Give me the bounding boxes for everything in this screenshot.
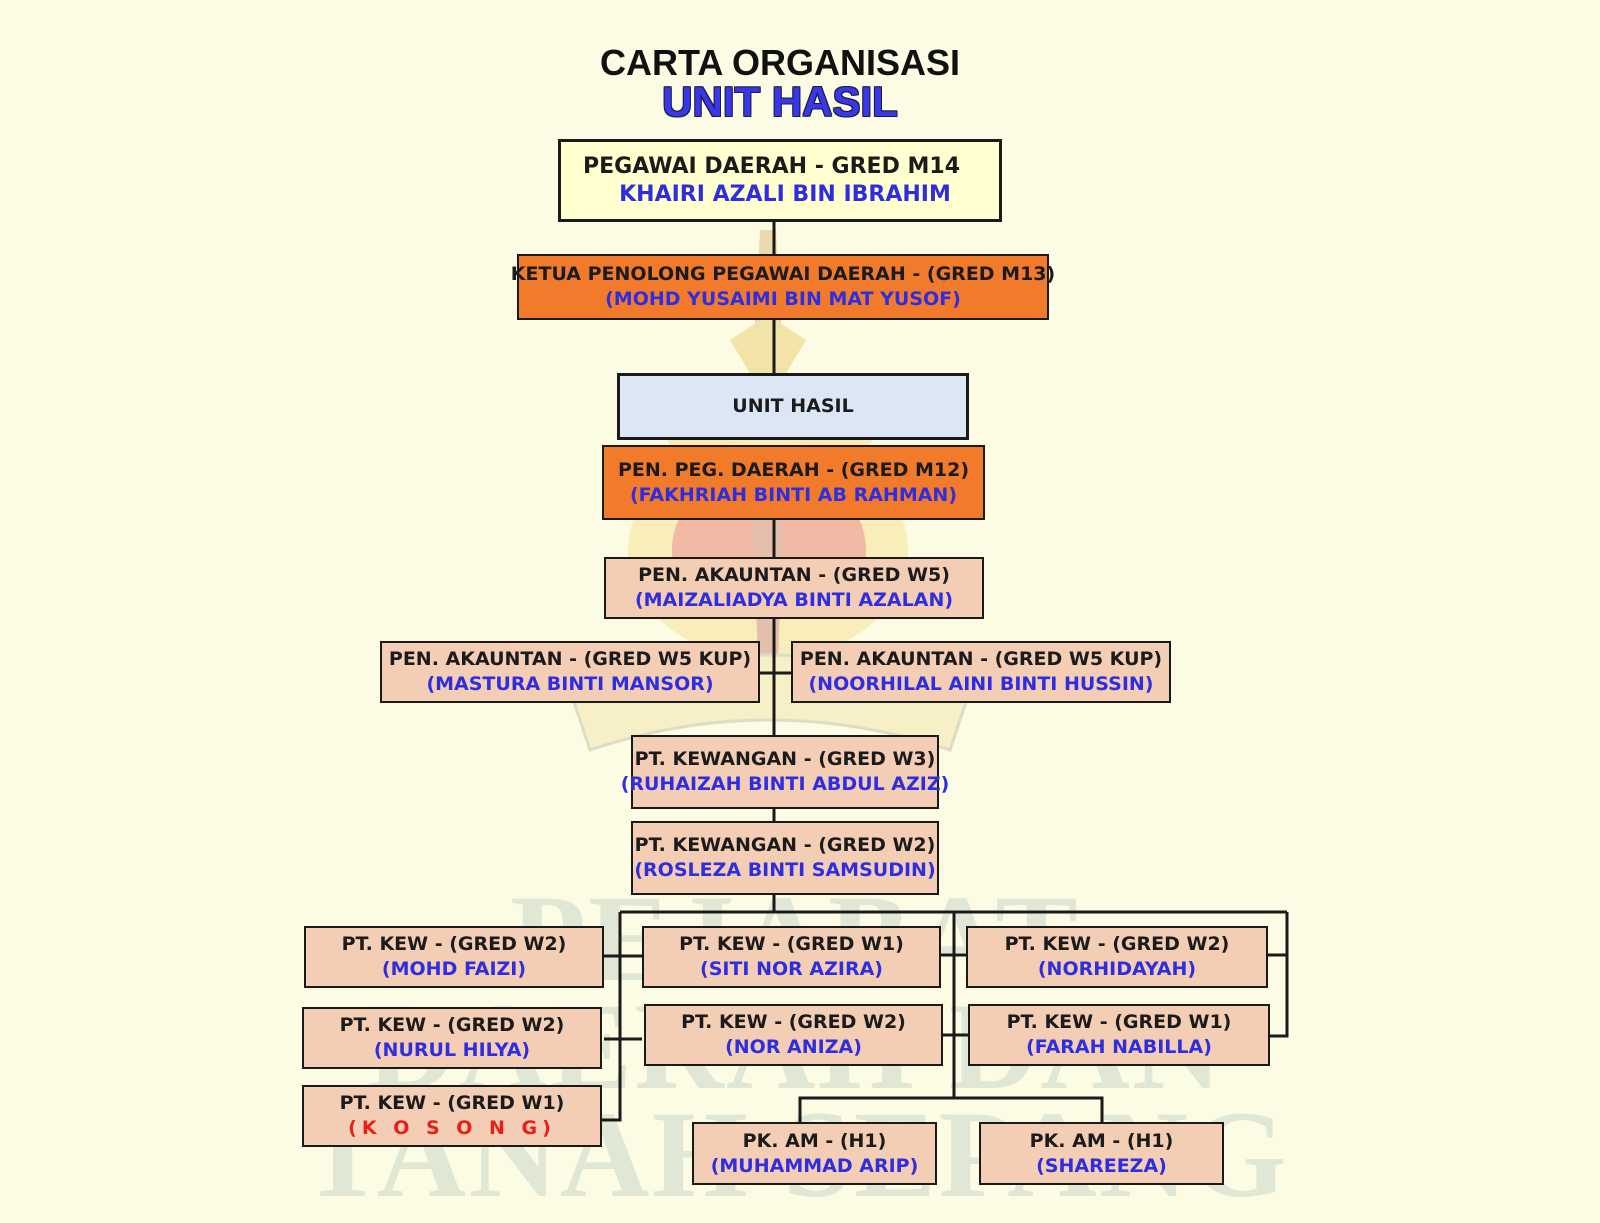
node-name: (NORHIDAYAH) — [1037, 958, 1197, 980]
node-role: PEN. AKAUNTAN - (GRED W5 KUP) — [388, 648, 752, 670]
node-pegawai-daerah: PEGAWAI DAERAH - GRED M14 KHAIRI AZALI B… — [558, 139, 1002, 222]
node-role: PK. AM - (H1) — [742, 1129, 887, 1152]
connector-right-column — [1268, 912, 1289, 1038]
node-role: PT. KEW - (GRED W1) — [1006, 1011, 1232, 1033]
node-name: (SITI NOR AZIRA) — [700, 958, 883, 980]
node-name: KHAIRI AZALI BIN IBRAHIM — [619, 181, 951, 207]
node-unit-hasil: UNIT HASIL — [617, 373, 969, 440]
node-label: UNIT HASIL — [732, 395, 854, 417]
node-pt-kew-nor-aniza: PT. KEW - (GRED W2) (NOR ANIZA) — [644, 1004, 943, 1066]
node-pen-akauntan-kup-1: PEN. AKAUNTAN - (GRED W5 KUP) (MASTURA B… — [380, 641, 760, 703]
node-vacant-status: (K O S O N G) — [348, 1117, 556, 1139]
node-ketua-penolong: KETUA PENOLONG PEGAWAI DAERAH - (GRED M1… — [511, 254, 1055, 320]
node-pen-peg-daerah: PEN. PEG. DAERAH - (GRED M12) (FAKHRIAH … — [602, 445, 985, 520]
node-name: (FARAH NABILLA) — [1026, 1036, 1212, 1058]
node-role: PEN. PEG. DAERAH - (GRED M12) — [617, 458, 970, 481]
node-pk-am-shareeza: PK. AM - (H1) (SHAREEZA) — [979, 1122, 1224, 1185]
node-pk-am-muhammad-arip: PK. AM - (H1) (MUHAMMAD ARIP) — [692, 1122, 937, 1185]
node-role: KETUA PENOLONG PEGAWAI DAERAH - (GRED M1… — [510, 263, 1056, 285]
node-role: PT. KEW - (GRED W1) — [679, 933, 904, 955]
node-pt-kew-norhidayah: PT. KEW - (GRED W2) (NORHIDAYAH) — [966, 926, 1268, 988]
node-pt-kew-kosong: PT. KEW - (GRED W1) (K O S O N G) — [302, 1085, 602, 1147]
node-role: PT. KEWANGAN - (GRED W2) — [634, 834, 936, 856]
node-pt-kewangan-w2: PT. KEWANGAN - (GRED W2) (ROSLEZA BINTI … — [631, 821, 939, 895]
connector-pk-am-branch — [798, 1096, 1104, 1122]
node-name: (NOR ANIZA) — [725, 1036, 862, 1058]
node-name: (NOORHILAL AINI BINTI HUSSIN) — [808, 673, 1154, 695]
node-role: PT. KEW - (GRED W1) — [339, 1092, 565, 1114]
node-name: (MAIZALIADYA BINTI AZALAN) — [634, 589, 954, 611]
node-name: (RUHAIZAH BINTI ABDUL AZIZ) — [620, 773, 950, 795]
node-name: (NURUL HILYA) — [373, 1039, 531, 1061]
node-pt-kew-siti-nor-azira: PT. KEW - (GRED W1) (SITI NOR AZIRA) — [642, 926, 941, 988]
node-name: (MASTURA BINTI MANSOR) — [426, 673, 714, 695]
node-role: PEN. AKAUNTAN - (GRED W5 KUP) — [799, 648, 1163, 670]
node-name: (MOHD YUSAIMI BIN MAT YUSOF) — [605, 288, 961, 310]
node-pt-kew-mohd-faizi: PT. KEW - (GRED W2) (MOHD FAIZI) — [304, 926, 604, 988]
node-role: PEN. AKAUNTAN - (GRED W5) — [638, 564, 950, 586]
node-pen-akauntan-kup-2: PEN. AKAUNTAN - (GRED W5 KUP) (NOORHILAL… — [791, 641, 1171, 703]
chart-title: CARTA ORGANISASI — [600, 42, 960, 83]
connector-left-column — [602, 912, 622, 1122]
node-pen-akauntan-w5: PEN. AKAUNTAN - (GRED W5) (MAIZALIADYA B… — [604, 557, 984, 619]
node-pt-kew-nurul-hilya: PT. KEW - (GRED W2) (NURUL HILYA) — [302, 1007, 602, 1069]
node-pt-kewangan-w3: PT. KEWANGAN - (GRED W3) (RUHAIZAH BINTI… — [621, 735, 949, 809]
node-role: PT. KEWANGAN - (GRED W3) — [634, 748, 936, 770]
node-role: PT. KEW - (GRED W2) — [681, 1011, 906, 1033]
node-name: (MOHD FAIZI) — [381, 958, 527, 980]
node-role: PK. AM - (H1) — [1029, 1129, 1174, 1152]
node-pt-kew-farah-nabilla: PT. KEW - (GRED W1) (FARAH NABILLA) — [968, 1004, 1270, 1066]
node-role: PT. KEW - (GRED W2) — [339, 1014, 565, 1036]
node-name: (SHAREEZA) — [1036, 1154, 1167, 1177]
node-role: PT. KEW - (GRED W2) — [341, 933, 567, 955]
node-role: PEGAWAI DAERAH - GRED M14 — [583, 153, 960, 179]
node-name: (FAKHRIAH BINTI AB RAHMAN) — [629, 483, 958, 506]
node-name: (MUHAMMAD ARIP) — [710, 1154, 919, 1177]
chart-subtitle: UNIT HASIL — [662, 78, 898, 125]
node-role: PT. KEW - (GRED W2) — [1004, 933, 1230, 955]
node-name: (ROSLEZA BINTI SAMSUDIN) — [634, 859, 936, 881]
